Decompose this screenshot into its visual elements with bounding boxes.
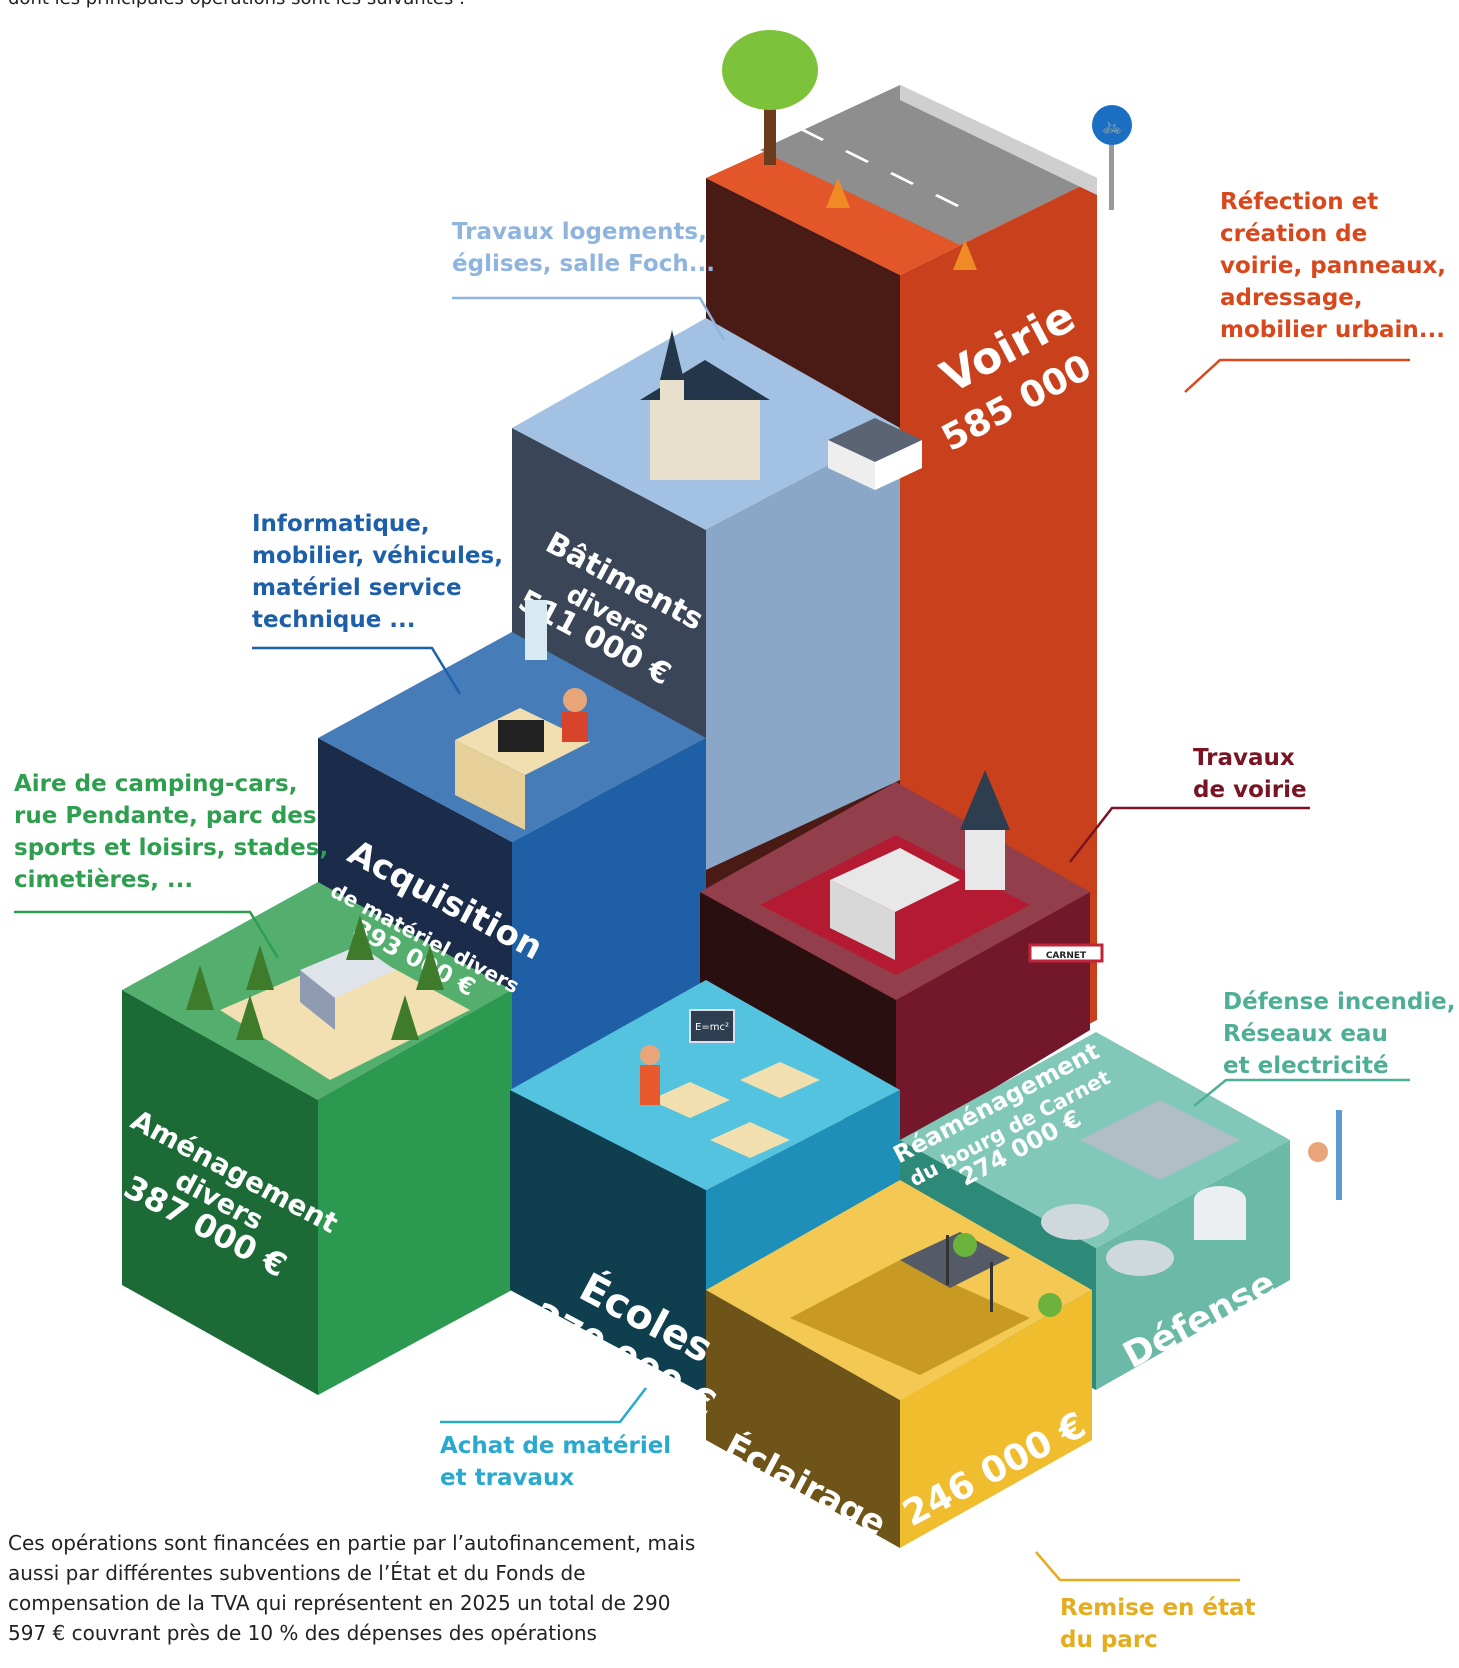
pine-tree-icon [236,995,264,1040]
block-eclairage-right-face [900,1290,1092,1548]
block-batiments-right-face [706,428,900,870]
church-icon [640,330,770,480]
town-hall-icon [760,770,1104,975]
callout-amenagement: Aire de camping-cars, rue Pendante, parc… [14,771,329,893]
leader-amenagement [14,910,280,959]
callout-ecoles: Achat de matériel et travaux [440,1433,672,1491]
callout-acquisition: Informatique, mobilier, véhicules, matér… [252,511,503,633]
svg-text:E=mc²: E=mc² [695,1022,729,1033]
leader-defense [1193,1078,1410,1107]
svg-text:🚲: 🚲 [1102,116,1122,135]
callout-defense: Défense incendie, Réseaux eau et electri… [1223,989,1456,1079]
block-ecoles-top-face [510,980,900,1190]
leader-bourg [1069,806,1310,863]
block-amenagement-right-face [318,990,512,1395]
callout-batiments: Travaux logements, églises, salle Foch..… [452,219,715,277]
pine-tree-icon [416,945,444,990]
intro-text: dont les principales opérations sont les… [8,0,908,9]
office-desk-icon [455,600,590,830]
road-marking [845,150,869,163]
shed-icon [828,418,922,490]
traffic-cone-icon [826,178,850,208]
street-light-icon [790,1232,1062,1375]
road-marking [935,194,959,207]
road-surface [760,85,1097,245]
carnet-sign-label: CARNET [1046,951,1087,961]
leader-acquisition [252,646,462,695]
water-treatment-icon [1041,1100,1342,1276]
sidewalk [900,85,1097,195]
pine-tree-icon [186,965,214,1010]
block-eclairage-left-face [706,1290,900,1548]
leader-voirie [1184,358,1410,393]
pine-tree-icon [246,945,274,990]
classroom-icon: E=mc² [640,1009,820,1158]
callout-eclairage: Remise en état du parc [1060,1595,1256,1653]
leader-eclairage [1035,1551,1240,1582]
road-marking [890,172,914,185]
outro-text: Ces opérations sont financées en partie … [8,1531,696,1645]
tree-icon [722,30,818,165]
leader-ecoles [440,1387,647,1424]
bike-sign-icon: 🚲 [1092,105,1132,210]
block-ecoles-left-face [510,1090,706,1395]
callout-voirie: Réfection et création de voirie, panneau… [1220,189,1447,343]
block-amenagement-left-face [122,990,318,1395]
pine-tree-icon [346,915,374,960]
pine-tree-icon [391,995,419,1040]
callout-bourg: Travaux de voirie [1193,745,1307,803]
leader-batiments [452,296,726,341]
road-marking [800,128,824,141]
traffic-cone-icon [953,240,977,270]
